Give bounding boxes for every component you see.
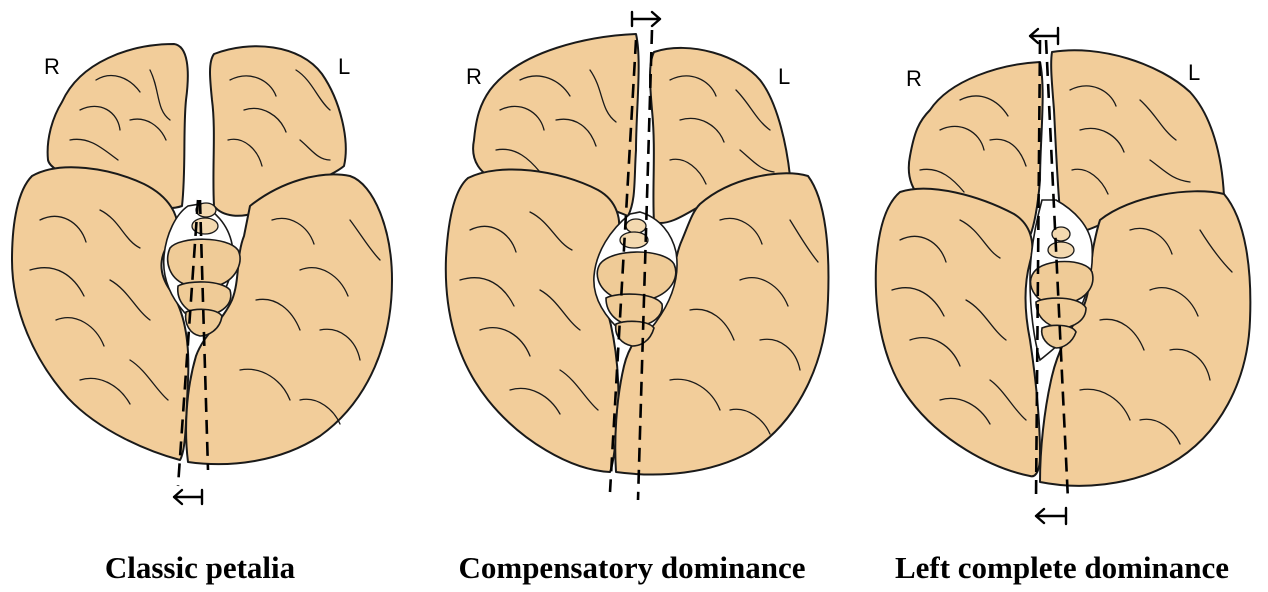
left-arrow-icon [1030,28,1058,44]
brain-left-complete-dominance: R L [876,28,1251,524]
brain-classic-petalia: R L [12,44,392,504]
left-hemisphere-label: L [338,54,350,79]
left-arrow-icon [174,490,202,504]
right-arrow-icon [632,12,660,26]
right-hemisphere-label: R [906,66,922,91]
caption-classic-petalia: Classic petalia [0,550,410,586]
caption-left-complete-dominance: Left complete dominance [852,550,1268,586]
left-hemisphere-label: L [778,64,790,89]
right-temporal-occipital [12,167,188,460]
left-hemisphere-label: L [1188,60,1200,85]
caption-compensatory-dominance: Compensatory dominance [422,550,842,586]
cerebellum [597,252,675,301]
right-hemisphere-label: R [466,64,482,89]
left-arrow-icon [1036,508,1066,524]
brain-compensatory-dominance: R L [446,12,829,500]
right-hemisphere-label: R [44,54,60,79]
right-temporal-occipital [876,189,1040,477]
right-temporal-occipital [446,169,619,472]
